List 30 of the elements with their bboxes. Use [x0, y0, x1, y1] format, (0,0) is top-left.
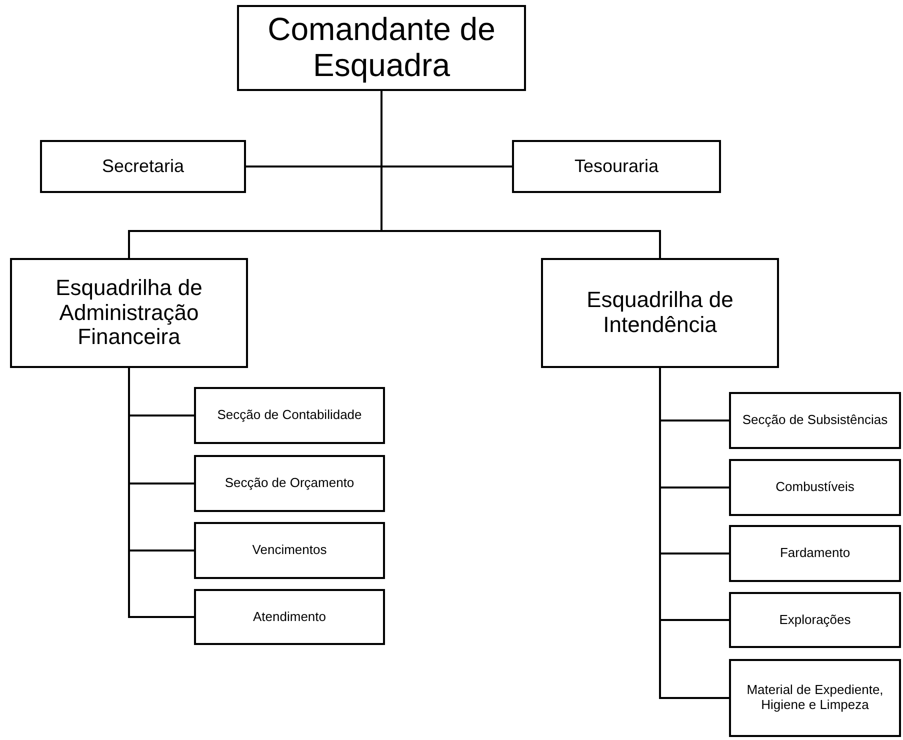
- org-box: [729, 459, 901, 516]
- box-label: Secção de Orçamento: [224, 476, 354, 491]
- box-label: Combustíveis: [776, 480, 854, 495]
- box-label: Secção de Contabilidade: [217, 408, 362, 423]
- box-label: Material de Expediente, Higiene e Limpeza: [746, 683, 884, 713]
- org-box: [729, 525, 901, 582]
- box-label: Vencimentos: [252, 543, 327, 558]
- org-box: [237, 5, 526, 91]
- org-box: [40, 140, 246, 193]
- org-box: [194, 522, 385, 579]
- org-box: [729, 659, 901, 737]
- org-box: [541, 258, 779, 368]
- org-box: [729, 392, 901, 449]
- org-box: [729, 592, 901, 648]
- org-box: [512, 140, 721, 193]
- org-box: [194, 455, 385, 512]
- box-label: Secretaria: [102, 156, 184, 177]
- box-label: Secção de Subsistências: [742, 413, 888, 428]
- box-label: Esquadrilha de Administração Financeira: [54, 276, 204, 350]
- org-box: [10, 258, 248, 368]
- org-box: [194, 589, 385, 645]
- org-box: [194, 387, 385, 444]
- connector-line: [659, 368, 729, 699]
- box-label: Esquadrilha de Intendência: [586, 288, 734, 338]
- box-label: Fardamento: [780, 546, 850, 561]
- box-label: Atendimento: [253, 610, 326, 624]
- box-label: Explorações: [779, 612, 851, 628]
- connector-line: [128, 368, 194, 618]
- box-label: Comandante de Esquadra: [266, 12, 496, 84]
- box-label: Tesouraria: [574, 156, 659, 177]
